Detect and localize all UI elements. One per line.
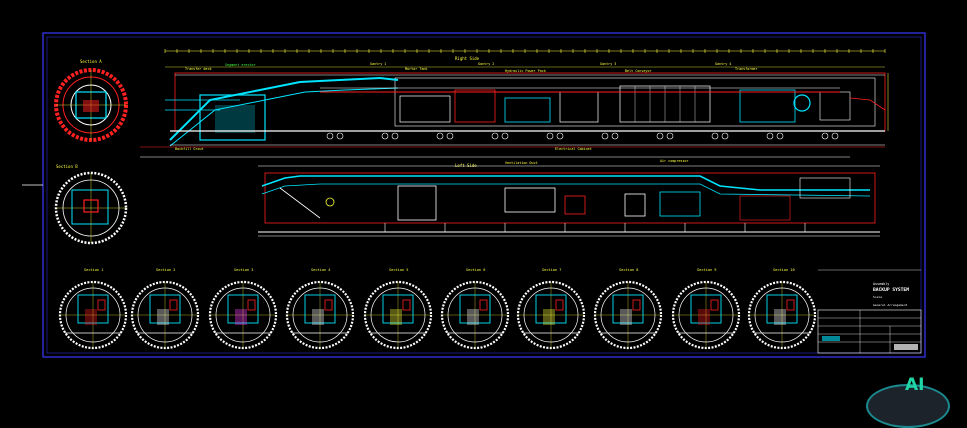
title-block-line-3: Scale xyxy=(873,295,882,299)
callout-mortar-tank: Mortar Tank xyxy=(405,67,427,71)
title-block-line-4: General Arrangement xyxy=(873,303,908,307)
callout-backfill-grout: Backfill Grout xyxy=(175,147,204,151)
cross-section-label: Section 5 xyxy=(389,268,408,272)
title-block: Assembly BACKUP SYSTEM Scale General Arr… xyxy=(817,269,922,354)
cross-section-label: Section 9 xyxy=(697,268,716,272)
cross-section-2: Section 2 xyxy=(130,268,200,350)
title-block-line-2: BACKUP SYSTEM xyxy=(873,287,909,293)
cad-drawing-canvas: Section A Section B Right Side xyxy=(22,32,926,358)
callout-belt-conveyor: Belt Conveyor xyxy=(625,69,652,73)
callout-electrical-cabinet: Electrical Cabinet xyxy=(555,147,592,151)
cross-section-5: Section 5 xyxy=(363,268,433,350)
cross-section-4: Section 4 xyxy=(285,268,355,350)
title-block-line-1: Assembly xyxy=(873,282,889,286)
callout-transfer-deck: Transfer deck xyxy=(185,67,212,71)
cross-section-label: Section 3 xyxy=(234,268,253,272)
left-section-b-label: Section B xyxy=(56,164,78,169)
cross-section-label: Section 8 xyxy=(619,268,638,272)
callout-transformer: Transformer xyxy=(735,67,757,71)
cross-section-label: Section 6 xyxy=(466,268,485,272)
callout-gantry-3: Gantry 3 xyxy=(600,62,616,66)
cross-section-label: Section 2 xyxy=(156,268,175,272)
cross-section-3: Section 3 xyxy=(208,268,278,350)
cross-section-6: Section 6 xyxy=(440,268,510,350)
side-view: Right Side xyxy=(140,49,889,158)
left-section-b: Section B xyxy=(54,164,128,245)
cross-section-1: Section 1 xyxy=(58,268,128,350)
cross-section-9: Section 9 xyxy=(671,268,741,350)
cross-section-label: Section 1 xyxy=(84,268,103,272)
cross-section-7: Section 7 xyxy=(516,268,586,350)
left-section-a: Section A xyxy=(54,59,128,142)
cross-section-label: Section 4 xyxy=(311,268,330,272)
callout-air-compressor: Air compressor xyxy=(660,159,689,163)
side-view-label: Right Side xyxy=(455,56,480,61)
callout-gantry-1: Gantry 1 xyxy=(370,62,386,66)
left-section-a-label: Section A xyxy=(80,59,102,64)
drawing-border-inner xyxy=(46,36,922,354)
drawing-border-outer xyxy=(42,32,926,358)
watermark-label: AI xyxy=(905,375,925,395)
cross-section-10: Section 10 xyxy=(747,268,817,350)
plan-view: Left Side Air compressor Ventilation Duc… xyxy=(258,159,880,237)
callout-gantry-2: Gantry 2 xyxy=(478,62,494,66)
callout-segment-erector: Segment erector xyxy=(225,63,256,67)
cross-section-label: Section 7 xyxy=(542,268,561,272)
cross-section-label: Section 10 xyxy=(773,268,795,272)
cross-section-8: Section 8 xyxy=(593,268,663,350)
callout-ventilation-duct: Ventilation Duct xyxy=(505,161,538,165)
cross-sections-row: Section 1 Section 2 Section 3 Section 4 Sect… xyxy=(58,268,817,350)
plan-view-label: Left Side xyxy=(455,163,477,168)
callout-hydraulic-power-pack: Hydraulic Power Pack xyxy=(505,69,546,73)
callout-gantry-4: Gantry 4 xyxy=(715,62,731,66)
